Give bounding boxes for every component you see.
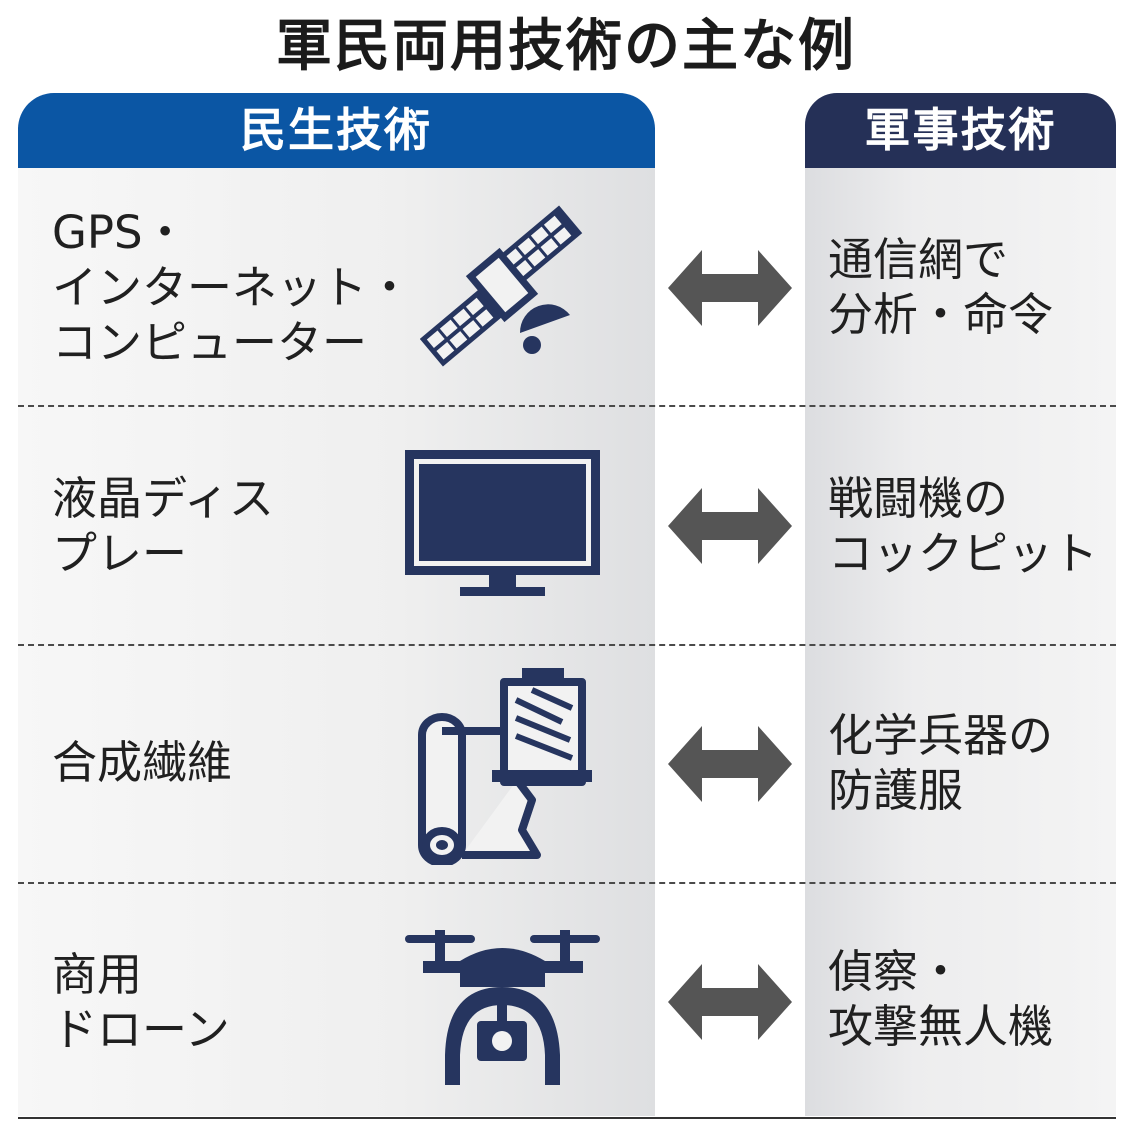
- military-tech-4: 偵察・ 攻撃無人機: [828, 945, 1054, 1053]
- military-column: [805, 168, 1116, 1116]
- military-tech-1: 通信網で 分析・命令: [828, 233, 1054, 341]
- civilian-tech-1: GPS・ インターネット・ コンピューター: [52, 206, 413, 369]
- page-title: 軍民両用技術の主な例: [276, 14, 856, 79]
- bidirectional-arrow-icon: [668, 488, 792, 564]
- military-header: 軍事技術: [805, 93, 1116, 168]
- civilian-tech-2: 液晶ディス プレー: [52, 472, 274, 580]
- bidirectional-arrow-icon: [668, 964, 792, 1040]
- military-tech-2: 戦闘機の コックピット: [828, 472, 1099, 580]
- civilian-column: [18, 168, 655, 1116]
- monitor-icon: [405, 450, 600, 596]
- military-tech-3: 化学兵器の 防護服: [828, 709, 1054, 817]
- fiber-spool-icon: [418, 668, 592, 865]
- row-divider: [18, 644, 1116, 646]
- bidirectional-arrow-icon: [668, 250, 792, 326]
- satellite-icon: [420, 205, 583, 367]
- bottom-rule: [18, 1117, 1116, 1119]
- bidirectional-arrow-icon: [668, 726, 792, 802]
- civilian-tech-4: 商用 ドローン: [52, 948, 230, 1056]
- civilian-tech-3: 合成繊維: [52, 736, 233, 789]
- civilian-header: 民生技術: [18, 93, 655, 168]
- row-divider: [18, 882, 1116, 884]
- row-divider: [18, 405, 1116, 407]
- drone-icon: [405, 930, 600, 1085]
